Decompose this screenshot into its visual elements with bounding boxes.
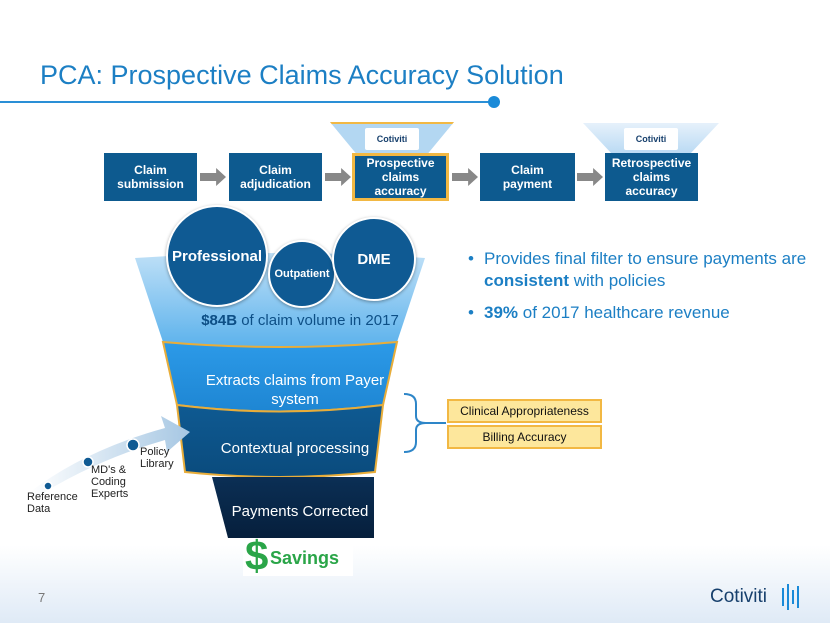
step-retrospective-claims-accuracy: Retrospective claims accuracy (605, 153, 698, 201)
step-claim-payment: Claim payment (480, 153, 575, 201)
professional-label: Professional (171, 247, 263, 265)
funnel-corrected-section (212, 477, 374, 538)
experts-dot (82, 456, 94, 468)
reference-data-dot (43, 481, 53, 491)
outpatient-label: Outpatient (274, 268, 330, 280)
dollar-icon: $ (245, 532, 269, 579)
claim-volume-amount: $84B (201, 312, 238, 329)
extracts-text: Extracts claims from Payer system (205, 372, 385, 408)
bullet-dot-icon: • (468, 249, 474, 268)
bullet-item: • Provides final filter to ensure paymen… (468, 248, 818, 292)
dme-bubble: DME (332, 217, 416, 301)
step-label: Prospective claims accuracy (366, 156, 435, 198)
policy-library-label: Policy Library (140, 446, 174, 470)
savings-box: $ Savings (243, 532, 353, 579)
cotiviti-logo-text: Cotiviti (710, 586, 768, 607)
title-underline (0, 101, 492, 103)
experts-label: MD's & Coding Experts (91, 464, 129, 500)
arrow-right-icon (577, 168, 603, 186)
step-claim-adjudication: Claim adjudication (229, 153, 322, 201)
savings-label: Savings (270, 548, 340, 568)
cotiviti-logo-small-2: Cotiviti (624, 128, 678, 150)
billing-accuracy-tag: Billing Accuracy (447, 425, 602, 449)
brace-connector (403, 393, 446, 453)
cotiviti-logo-small: Cotiviti (365, 127, 419, 150)
arrow-right-icon (325, 168, 351, 186)
arrow-right-icon (452, 168, 478, 186)
step-label: Claim payment (502, 163, 553, 191)
prospective-hopper: Cotiviti (330, 122, 454, 155)
step-label: Claim adjudication (240, 163, 311, 191)
bullet-text: 39% of 2017 healthcare revenue (484, 303, 730, 322)
step-label: Retrospective claims accuracy (611, 156, 692, 198)
cotiviti-logo: Cotiviti (710, 582, 820, 612)
page-number: 7 (38, 590, 46, 605)
sources-arrow-graphic (30, 416, 190, 498)
bullet-text: Provides final filter to ensure payments… (484, 249, 807, 290)
claim-volume-caption: of claim volume in 2017 (237, 312, 399, 329)
bullet-list: • Provides final filter to ensure paymen… (468, 248, 818, 334)
outpatient-bubble: Outpatient (268, 240, 336, 308)
step-claim-submission: Claim submission (104, 153, 197, 201)
claim-volume-text: $84B of claim volume in 2017 (195, 312, 405, 330)
bullet-dot-icon: • (468, 303, 474, 322)
step-label: Claim submission (117, 163, 184, 191)
cotiviti-logo-mark-icon (782, 584, 799, 610)
page-title: PCA: Prospective Claims Accuracy Solutio… (40, 60, 564, 90)
bullet-item: • 39% of 2017 healthcare revenue (468, 302, 818, 324)
professional-bubble: Professional (166, 205, 268, 307)
clinical-appropriateness-tag: Clinical Appropriateness (447, 399, 602, 423)
arrow-right-icon (200, 168, 226, 186)
policy-library-dot (126, 438, 140, 452)
corrected-text: Payments Corrected (231, 503, 369, 520)
reference-data-label: Reference Data (27, 491, 78, 515)
footer-band (0, 545, 830, 623)
title-underline-dot (488, 96, 500, 108)
curved-arrow-icon (30, 416, 190, 498)
funnel-contextual-section (175, 403, 385, 478)
step-prospective-claims-accuracy: Prospective claims accuracy (352, 153, 449, 201)
contextual-text: Contextual processing (220, 440, 370, 457)
retrospective-hopper: Cotiviti (583, 123, 719, 155)
dme-label: DME (357, 250, 391, 268)
